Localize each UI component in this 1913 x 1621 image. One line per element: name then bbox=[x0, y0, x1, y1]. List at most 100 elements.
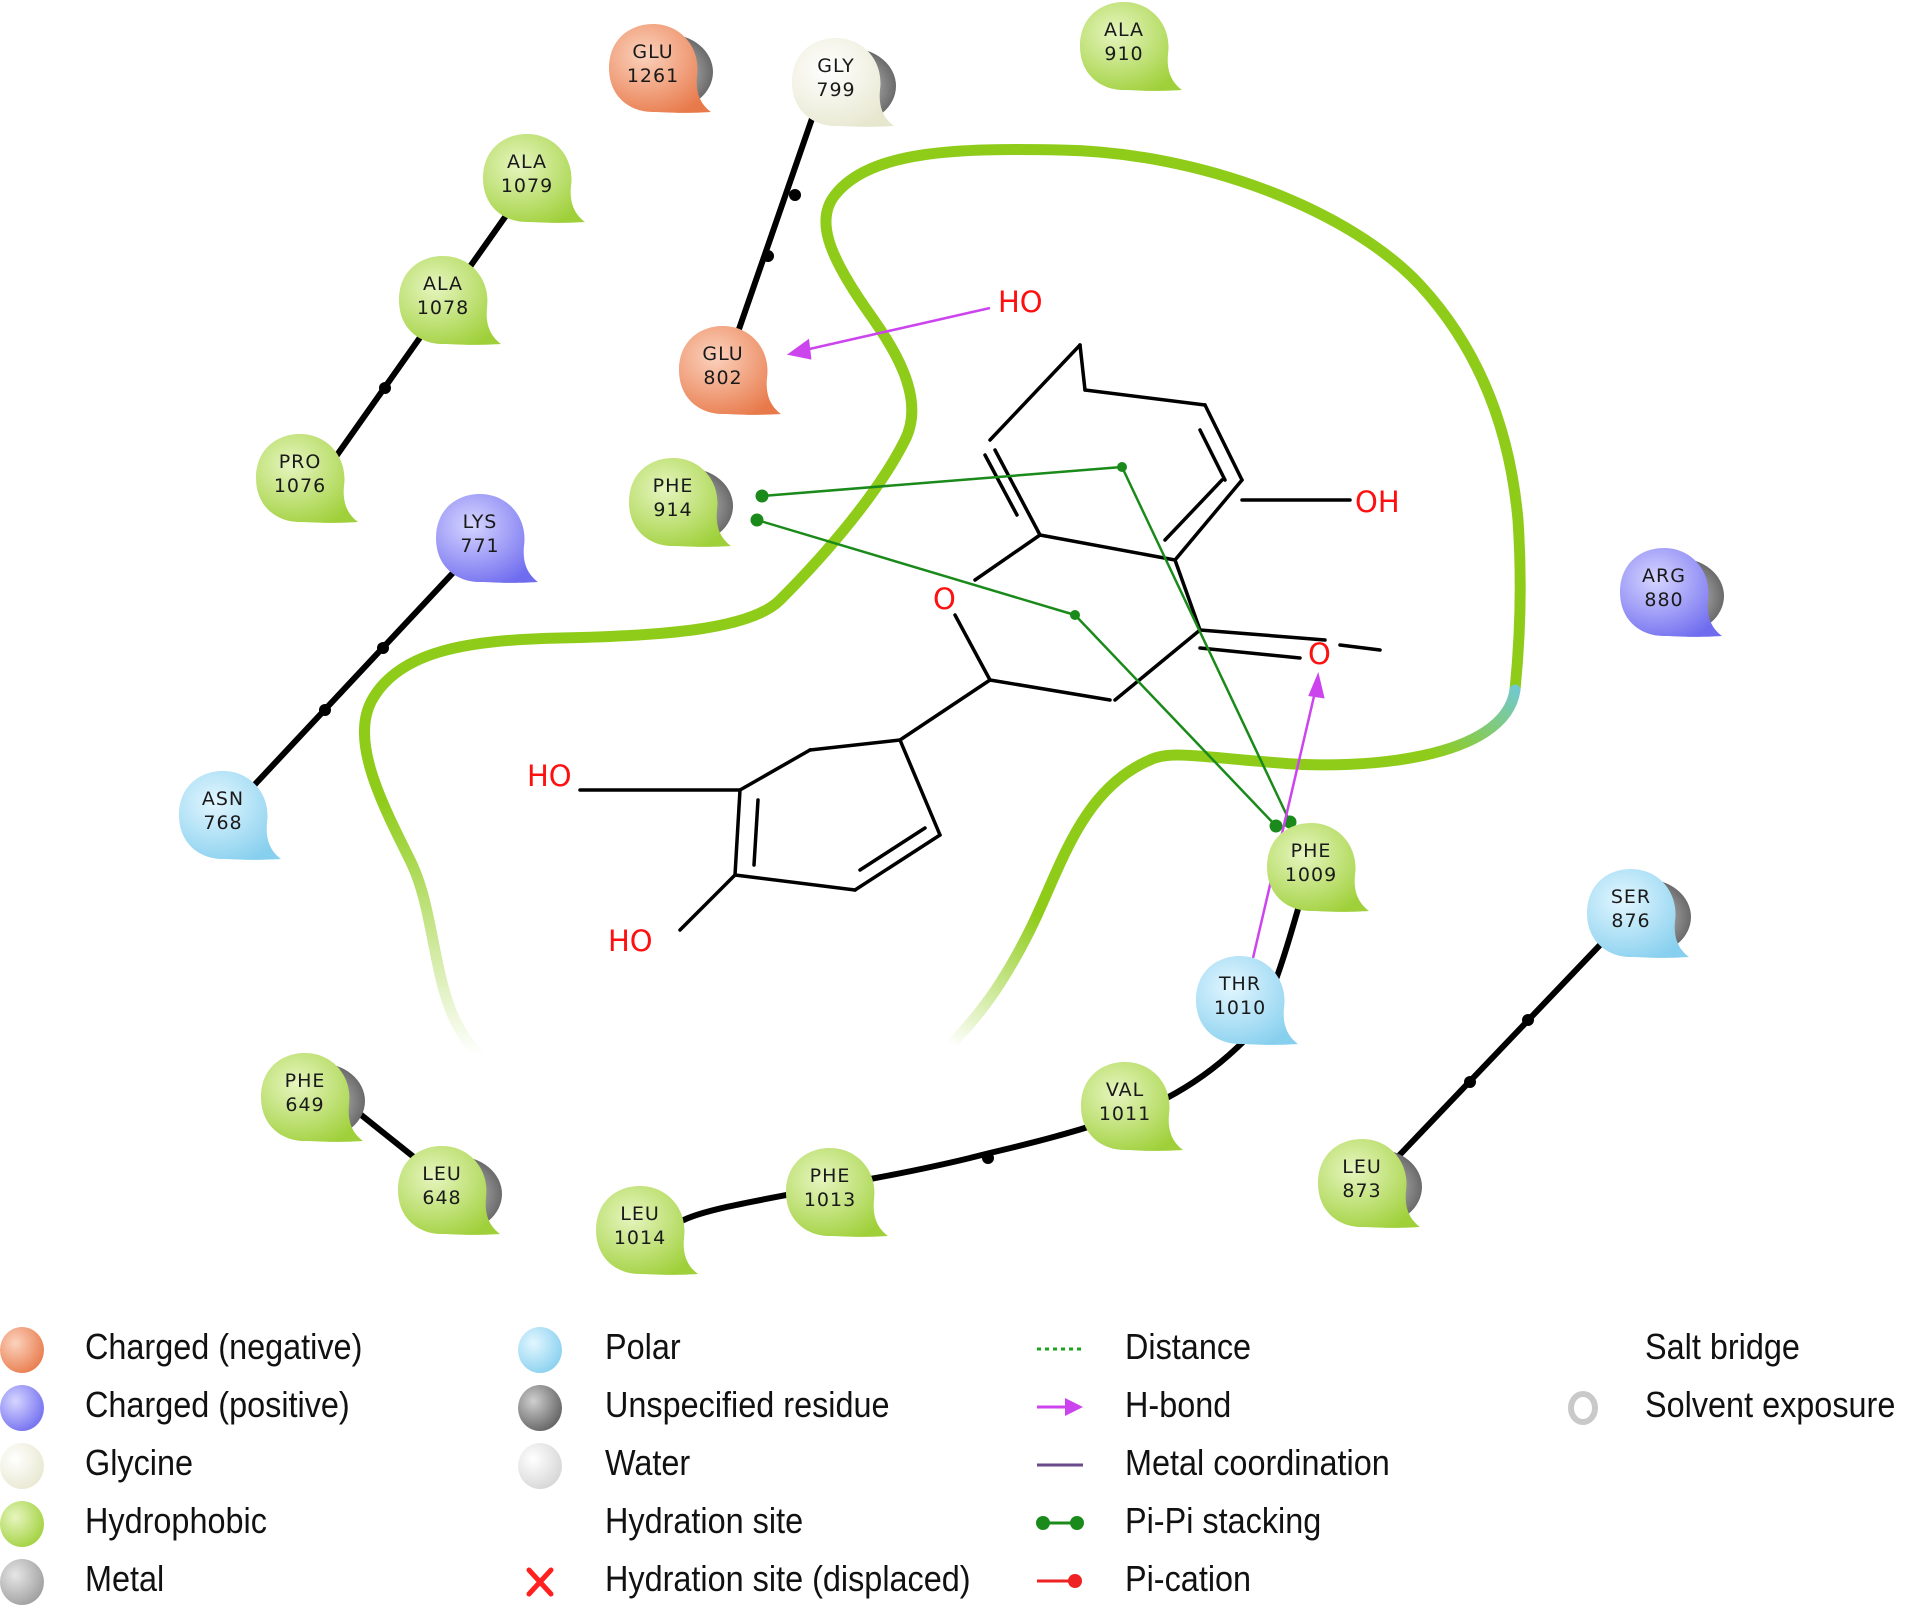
residue-ala1079-num: 1079 bbox=[501, 175, 553, 197]
line-icon bbox=[1037, 1463, 1083, 1467]
bond bbox=[808, 738, 902, 752]
residue-lys771-shape bbox=[436, 494, 538, 583]
residue-val1011-shape bbox=[1081, 1062, 1183, 1151]
backbone-node bbox=[789, 189, 801, 201]
residue-ala1078-num: 1078 bbox=[417, 297, 469, 319]
ligand-bonds bbox=[578, 343, 1382, 932]
residue-ala1078[interactable]: ALA 1078 bbox=[399, 256, 501, 345]
pi-pi-dots bbox=[750, 462, 1297, 833]
chain-lys771-asn768 bbox=[242, 557, 468, 798]
metal-swatch bbox=[0, 1559, 44, 1605]
bond bbox=[993, 448, 1042, 537]
legend-label: Pi-Pi stacking bbox=[1125, 1500, 1322, 1541]
bond bbox=[988, 678, 1112, 702]
unspecified-swatch bbox=[518, 1385, 562, 1431]
residue-val1011-name: VAL bbox=[1106, 1079, 1144, 1101]
residue-phe1009-shape bbox=[1267, 823, 1369, 912]
residue-leu1014[interactable]: LEU 1014 bbox=[596, 1186, 698, 1275]
residue-asn768-num: 768 bbox=[203, 812, 242, 834]
residue-leu648[interactable]: LEU 648 bbox=[398, 1146, 502, 1235]
residue-ala910[interactable]: ALA 910 bbox=[1080, 2, 1182, 91]
pi-pi-line bbox=[756, 518, 1076, 617]
residue-leu873-num: 873 bbox=[1342, 1180, 1381, 1202]
residue-ser876[interactable]: SER 876 bbox=[1587, 869, 1691, 958]
residue-pro1076-num: 1076 bbox=[274, 475, 326, 497]
chain-ser876-leu873 bbox=[1387, 942, 1603, 1168]
pi-pi-dot bbox=[1117, 462, 1127, 472]
legend-label: Glycine bbox=[85, 1442, 194, 1483]
residue-lys771-num: 771 bbox=[460, 535, 499, 557]
h-bond-line bbox=[804, 306, 991, 352]
residue-leu873-shape bbox=[1318, 1139, 1420, 1228]
residue-leu1014-shape bbox=[596, 1186, 698, 1275]
legend-label: Hydration site (displaced) bbox=[605, 1558, 971, 1599]
backbone-nodes bbox=[319, 189, 1534, 1164]
backbone-node bbox=[379, 382, 391, 394]
legend-label: Polar bbox=[605, 1326, 681, 1367]
residue-phe1009-name: PHE bbox=[1291, 840, 1332, 862]
legend-label: Metal coordination bbox=[1125, 1442, 1390, 1483]
residue-gly799-shape bbox=[792, 38, 894, 127]
residue-pro1076[interactable]: PRO 1076 bbox=[256, 434, 358, 523]
residue-phe1013-name: PHE bbox=[810, 1165, 851, 1187]
dumbbell-icon bbox=[1036, 1516, 1084, 1530]
residue-glu1261[interactable]: GLU 1261 bbox=[609, 24, 713, 113]
residue-phe649[interactable]: PHE 649 bbox=[261, 1053, 365, 1142]
backbone-node bbox=[982, 1152, 994, 1164]
chain-phe1009-leu1014 bbox=[677, 867, 1313, 1225]
legend-label: Solvent exposure bbox=[1645, 1384, 1896, 1425]
residue-glu1261-name: GLU bbox=[632, 41, 673, 63]
water-swatch bbox=[518, 1443, 562, 1489]
residue-asn768-name: ASN bbox=[202, 788, 244, 810]
atom-ho-left: HO bbox=[527, 759, 572, 793]
backbone-node bbox=[762, 250, 774, 262]
residue-thr1010-name: THR bbox=[1218, 973, 1261, 995]
bond bbox=[953, 613, 992, 682]
residue-ala1079[interactable]: ALA 1079 bbox=[483, 134, 585, 223]
residue-glu802[interactable]: GLU 802 bbox=[679, 326, 781, 415]
residue-lys771[interactable]: LYS 771 bbox=[436, 494, 538, 583]
pin-line-icon bbox=[1037, 1574, 1082, 1588]
residue-ser876-name: SER bbox=[1611, 886, 1651, 908]
residue-val1011[interactable]: VAL 1011 bbox=[1081, 1062, 1183, 1151]
legend-label: Unspecified residue bbox=[605, 1384, 890, 1425]
h-bond-arrowhead bbox=[786, 338, 812, 360]
residue-arg880-name: ARG bbox=[1642, 565, 1686, 587]
bond bbox=[1113, 628, 1202, 702]
bond bbox=[1163, 478, 1224, 542]
legend-label: Distance bbox=[1125, 1326, 1252, 1367]
backbone-node bbox=[1464, 1076, 1476, 1088]
residue-phe1013-num: 1013 bbox=[804, 1189, 856, 1211]
pi-pi-interactions bbox=[756, 465, 1292, 827]
residue-leu873-name: LEU bbox=[1342, 1156, 1382, 1178]
pi-pi-dot bbox=[1283, 815, 1297, 829]
residue-thr1010-num: 1010 bbox=[1214, 997, 1266, 1019]
residue-phe914-name: PHE bbox=[653, 475, 694, 497]
residue-phe1009-num: 1009 bbox=[1285, 864, 1337, 886]
residue-arg880[interactable]: ARG 880 bbox=[1620, 548, 1724, 637]
residue-phe649-shape bbox=[261, 1053, 363, 1142]
residue-leu873[interactable]: LEU 873 bbox=[1318, 1139, 1422, 1228]
pi-pi-line bbox=[1074, 614, 1277, 827]
residue-thr1010[interactable]: THR 1010 bbox=[1196, 956, 1298, 1045]
hydrophobic-swatch bbox=[0, 1501, 44, 1547]
residue-phe914-num: 914 bbox=[653, 499, 692, 521]
residue-leu648-num: 648 bbox=[422, 1187, 461, 1209]
residue-gly799-name: GLY bbox=[817, 55, 854, 77]
pocket-outline-top bbox=[1054, 144, 1526, 696]
residue-phe1009[interactable]: PHE 1009 bbox=[1267, 823, 1369, 912]
residue-asn768-shape bbox=[179, 771, 281, 860]
dotted-line-icon bbox=[1037, 1347, 1083, 1351]
pi-pi-line bbox=[1120, 466, 1292, 823]
residue-ala910-shape bbox=[1080, 2, 1182, 91]
bond bbox=[733, 873, 857, 892]
residue-phe1013[interactable]: PHE 1013 bbox=[786, 1148, 888, 1237]
residue-asn768[interactable]: ASN 768 bbox=[179, 771, 281, 860]
residue-gly799[interactable]: GLY 799 bbox=[792, 38, 896, 127]
interaction-diagram: HO OH O O HO HO GLU 1261 GLY 799 ALA 910… bbox=[179, 2, 1724, 1275]
legend-label: Pi-cation bbox=[1125, 1558, 1252, 1599]
residue-phe914[interactable]: PHE 914 bbox=[629, 458, 733, 547]
residue-phe649-num: 649 bbox=[285, 1094, 324, 1116]
h-bond-arrowhead bbox=[1308, 671, 1325, 699]
pi-pi-dot bbox=[755, 489, 769, 503]
